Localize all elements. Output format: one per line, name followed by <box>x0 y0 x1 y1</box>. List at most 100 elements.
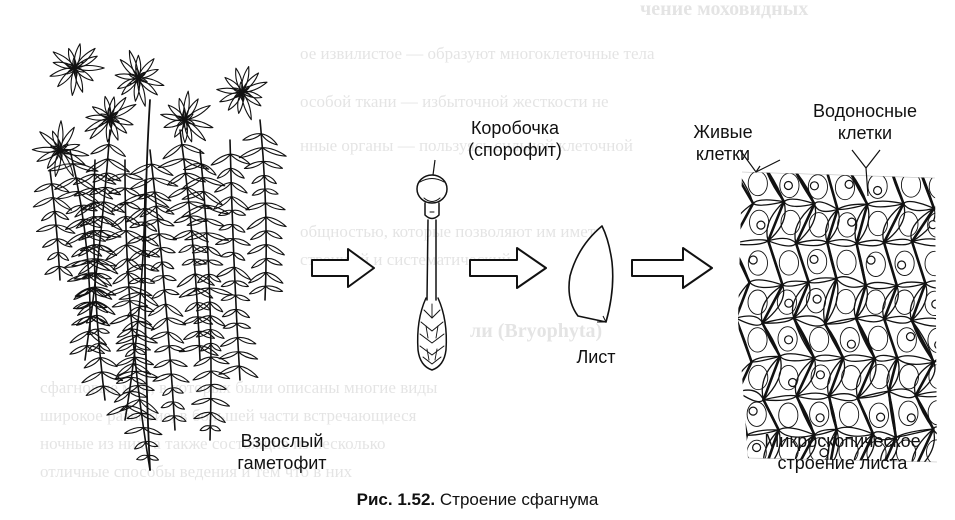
moss-leaf <box>141 233 160 242</box>
moss-leaf <box>108 187 126 194</box>
moss-leaf <box>47 163 74 172</box>
water-cell <box>827 426 875 462</box>
moss-leaf <box>264 188 279 195</box>
cell-ring <box>868 402 889 428</box>
moss-leaf <box>264 285 284 292</box>
cell-ring <box>865 251 886 277</box>
moss-leaf <box>124 426 145 434</box>
cell-ring <box>867 210 888 237</box>
moss-leaf <box>173 415 187 422</box>
moss-leaf <box>181 177 204 190</box>
cell-ring <box>894 289 915 315</box>
cell-pore <box>809 181 820 191</box>
moss-leaf <box>54 177 77 190</box>
cell-ring <box>900 172 922 198</box>
moss-leaf <box>81 201 105 211</box>
moss-leaf <box>139 398 159 414</box>
cell-ring <box>898 364 919 390</box>
moss-leaf <box>139 205 157 218</box>
moss-leaf <box>115 356 136 367</box>
moss-leaf <box>242 133 262 141</box>
moss-leaf <box>193 258 207 265</box>
moss-leaf <box>74 286 96 297</box>
moss-leaf <box>72 163 99 172</box>
living-cell <box>827 395 838 431</box>
moss-leaf <box>113 391 130 403</box>
moss-leaf <box>165 201 190 213</box>
cell-pore <box>928 220 937 230</box>
cell-ring <box>866 440 887 462</box>
moss-leaf <box>71 316 92 326</box>
moss-leaf <box>207 259 224 266</box>
moss-leaf <box>150 317 168 331</box>
moss-leaf <box>93 173 117 185</box>
moss-leaf <box>233 91 243 99</box>
moss-leaf <box>150 275 164 282</box>
moss-leaf <box>79 244 101 252</box>
moss-leaf <box>160 247 176 254</box>
cell-pore <box>751 442 762 453</box>
moss-leaf <box>261 147 287 157</box>
moss-leaf <box>184 113 194 121</box>
living-cell <box>795 356 816 398</box>
moss-leaf <box>157 158 185 169</box>
cell-ring <box>896 327 917 353</box>
moss-leaf <box>240 91 245 103</box>
moss-leaf <box>198 345 219 357</box>
moss-leaf <box>181 143 205 154</box>
living-cell <box>854 284 868 320</box>
cell-ring <box>865 289 886 315</box>
living-cell <box>766 239 784 287</box>
moss-leaf <box>157 219 175 227</box>
moss-leaf <box>138 306 155 313</box>
moss-leaf <box>162 143 183 160</box>
moss-leaf <box>208 287 234 296</box>
moss-leaf <box>132 342 152 351</box>
moss-leaf <box>122 384 139 394</box>
moss-leaf <box>230 167 245 179</box>
label-pointers <box>432 149 881 197</box>
cell-pore <box>809 254 819 264</box>
moss-leaf <box>90 143 110 155</box>
living-cell <box>910 207 936 243</box>
moss-leaf <box>154 191 172 202</box>
moss-leaf <box>92 301 109 314</box>
moss-leaf <box>142 427 163 436</box>
moss-leaf <box>115 376 132 384</box>
living-cell <box>762 172 786 203</box>
cell-ring <box>898 211 919 237</box>
moss-leaf <box>81 371 103 384</box>
moss-leaf <box>141 264 160 272</box>
moss-leaf <box>42 238 58 248</box>
cell-pore <box>847 217 857 227</box>
moss-leaf <box>233 252 246 261</box>
moss-leaf <box>166 317 187 326</box>
cell-ring <box>839 401 860 428</box>
moss-leaf <box>183 90 190 121</box>
moss-leaf <box>197 273 210 284</box>
moss-leaf <box>95 300 116 316</box>
moss-leaf <box>238 365 259 379</box>
sporophyte-drawing <box>416 174 448 371</box>
moss-leaf <box>116 342 134 352</box>
moss-leaf <box>129 300 149 307</box>
moss-leaf <box>109 117 128 134</box>
moss-leaf <box>101 371 124 382</box>
living-cell <box>738 360 753 394</box>
moss-leaf <box>246 244 267 255</box>
moss-leaf <box>35 224 57 233</box>
cell-pore <box>815 413 825 423</box>
living-cell <box>792 280 810 320</box>
cell-pore <box>812 294 822 304</box>
moss-leaf <box>99 357 118 368</box>
moss-leaf <box>108 117 113 129</box>
moss-leaf <box>265 271 284 284</box>
moss-leaf <box>72 301 91 310</box>
moss-leaf <box>264 202 286 211</box>
moss-leaf <box>72 173 96 186</box>
moss-leaf <box>51 149 61 157</box>
moss-leaf <box>218 209 233 217</box>
moss-leaf <box>126 306 140 317</box>
moss-leaf <box>65 63 76 69</box>
moss-leaf <box>111 300 131 308</box>
